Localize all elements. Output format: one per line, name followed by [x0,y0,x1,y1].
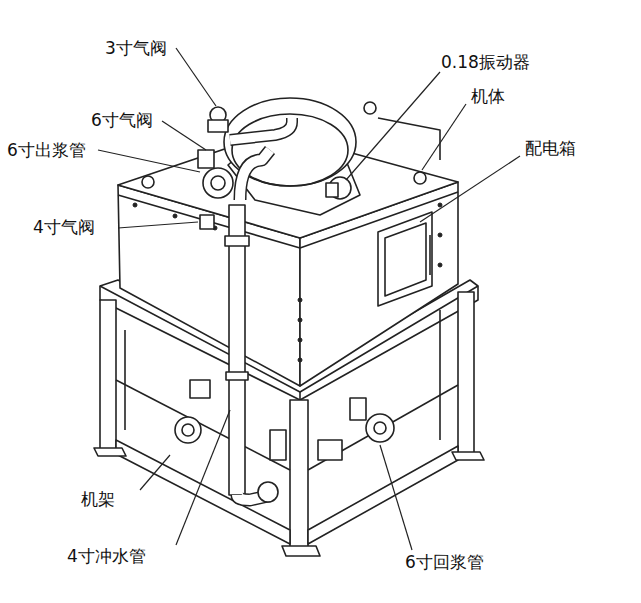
top-cover [224,98,360,215]
part-label: 3寸气阀 [104,38,168,58]
part-label: 机体 [470,86,506,106]
part-label: 4寸气阀 [32,217,96,237]
leader-lines [98,48,520,550]
part-label: 6寸气阀 [90,110,154,130]
part-label: 6寸出浆管 [6,140,87,160]
distribution-box [378,212,432,306]
pipes [198,107,292,502]
part-label: 6寸回浆管 [404,552,485,572]
part-label: 机架 [80,489,116,509]
part-label: 0.18振动器 [440,52,531,72]
part-label: 配电箱 [524,138,577,158]
part-label: 4寸冲水管 [66,546,147,566]
